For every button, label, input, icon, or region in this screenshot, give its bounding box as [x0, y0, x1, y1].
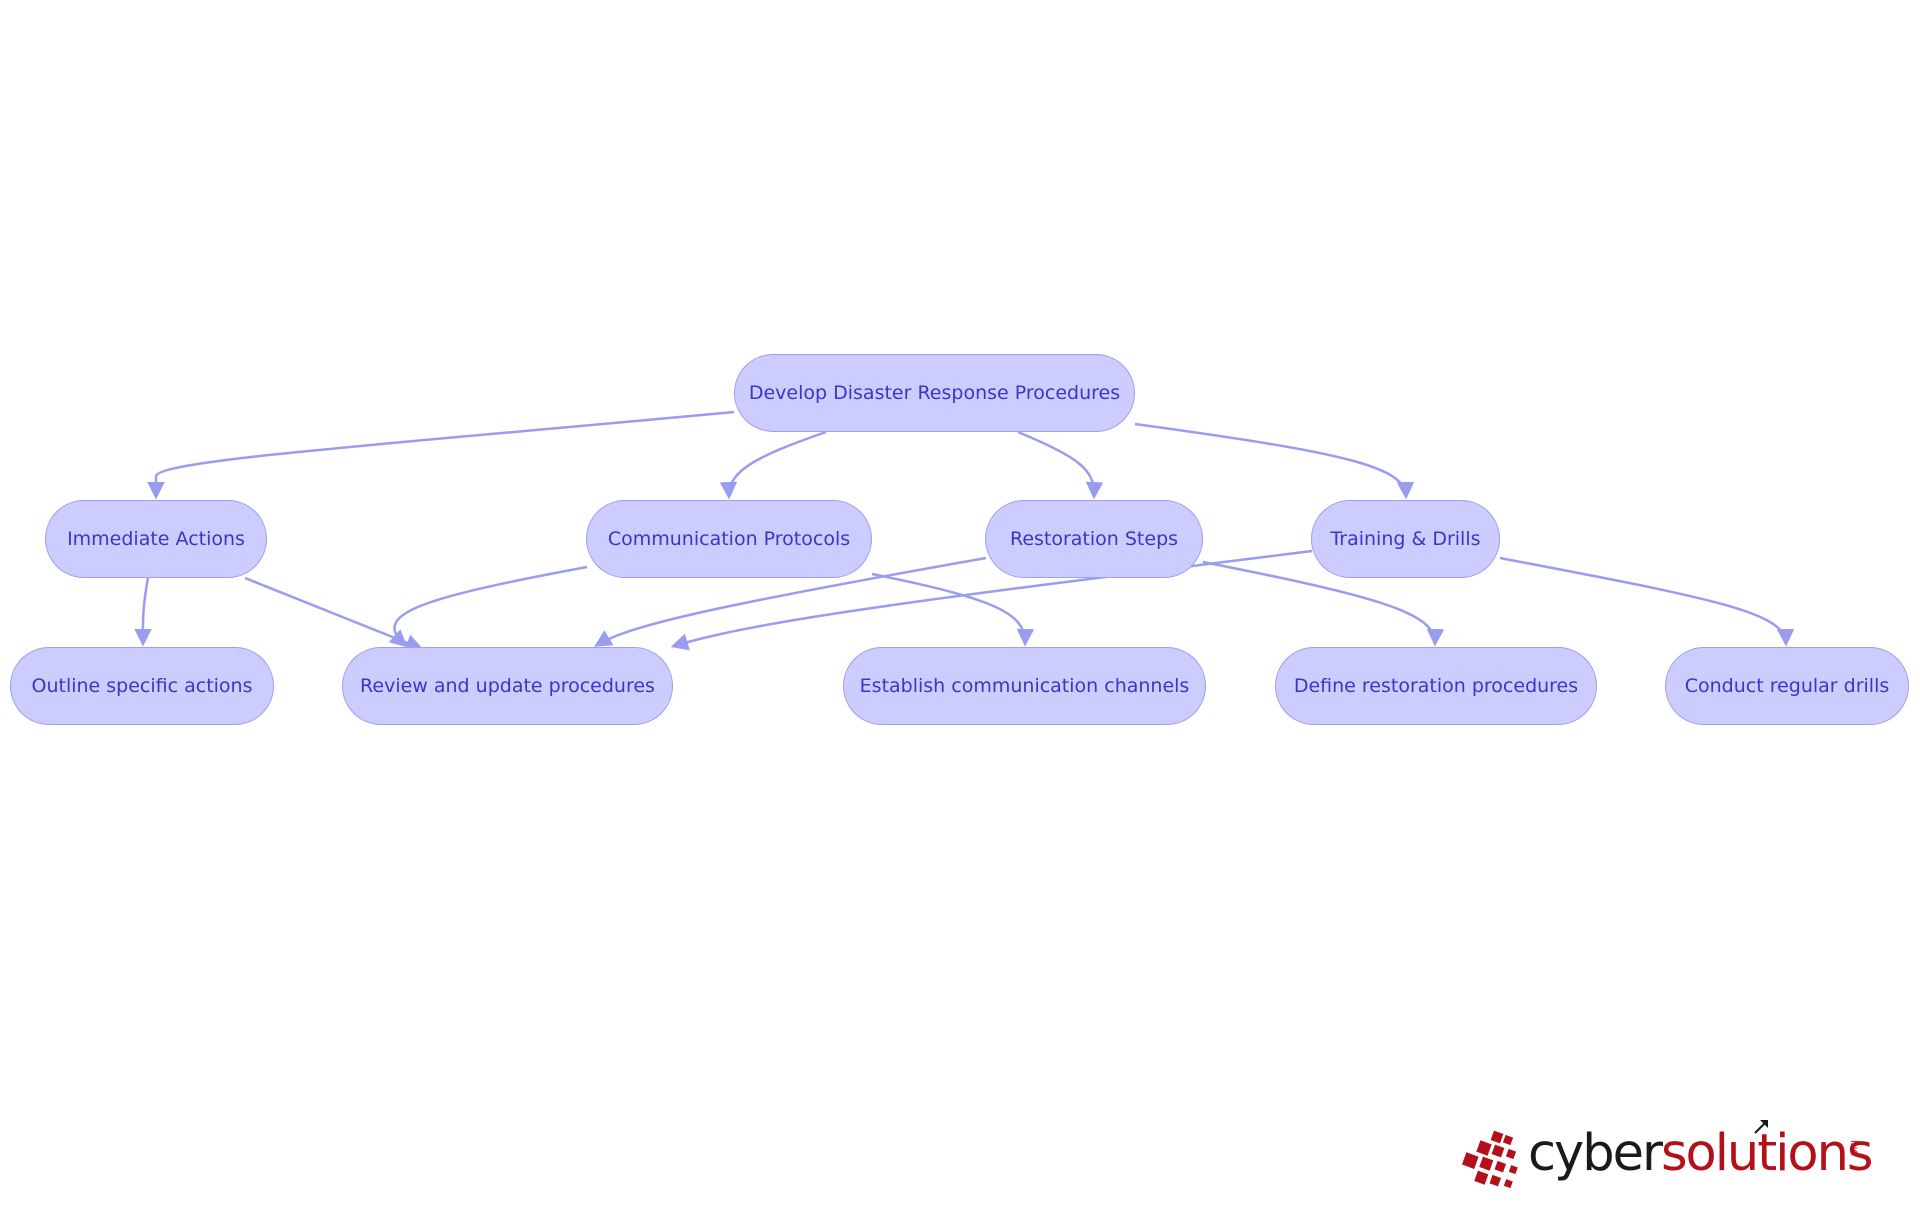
logo-arrow-icon	[1754, 1120, 1768, 1134]
node-establish-communication-channels-label: Establish communication channels	[859, 675, 1190, 697]
node-review-update-procedures-label: Review and update procedures	[360, 675, 655, 697]
logo-word-cyber: cyber	[1528, 1124, 1663, 1183]
node-establish-communication-channels[interactable]: Establish communication channels	[843, 647, 1206, 725]
node-conduct-regular-drills-label: Conduct regular drills	[1684, 675, 1890, 697]
node-root[interactable]: Develop Disaster Response Procedures	[734, 354, 1135, 432]
edge-root-restoration	[1017, 430, 1104, 500]
edge-restoration-define	[1202, 560, 1445, 647]
node-training-drills[interactable]: Training & Drills	[1311, 500, 1500, 578]
edge-restoration-review	[594, 556, 987, 647]
logo-wordmark: cybersolutions	[1528, 1124, 1874, 1183]
logo-mark-icon	[1461, 1130, 1518, 1189]
node-training-drills-label: Training & Drills	[1330, 528, 1481, 550]
edge-immediate-outline	[134, 577, 152, 647]
edge-training-drills	[1499, 556, 1795, 647]
node-root-label: Develop Disaster Response Procedures	[748, 382, 1121, 404]
node-communication-protocols-label: Communication Protocols	[607, 528, 851, 550]
node-define-restoration-procedures-label: Define restoration procedures	[1293, 675, 1579, 697]
cybersolutions-logo: cybersolutions INC	[1460, 1118, 1873, 1198]
node-restoration-steps[interactable]: Restoration Steps	[985, 500, 1203, 578]
edge-root-training	[1134, 422, 1415, 500]
node-immediate-actions[interactable]: Immediate Actions	[45, 500, 267, 578]
node-outline-specific-actions[interactable]: Outline specific actions	[10, 647, 274, 725]
logo-inc: INC	[1848, 1140, 1858, 1156]
node-review-update-procedures[interactable]: Review and update procedures	[342, 647, 673, 725]
node-communication-protocols[interactable]: Communication Protocols	[586, 500, 872, 578]
edge-communication-review	[388, 565, 588, 648]
node-restoration-steps-label: Restoration Steps	[1009, 528, 1179, 550]
node-define-restoration-procedures[interactable]: Define restoration procedures	[1275, 647, 1597, 725]
logo-word-solutions: solutions	[1660, 1124, 1874, 1183]
node-conduct-regular-drills[interactable]: Conduct regular drills	[1665, 647, 1909, 725]
edge-root-communication	[719, 430, 827, 500]
node-outline-specific-actions-label: Outline specific actions	[31, 675, 253, 697]
edge-root-immediate	[147, 410, 735, 500]
edge-immediate-review	[244, 576, 424, 651]
edge-communication-establish	[871, 572, 1035, 647]
node-immediate-actions-label: Immediate Actions	[67, 528, 245, 550]
